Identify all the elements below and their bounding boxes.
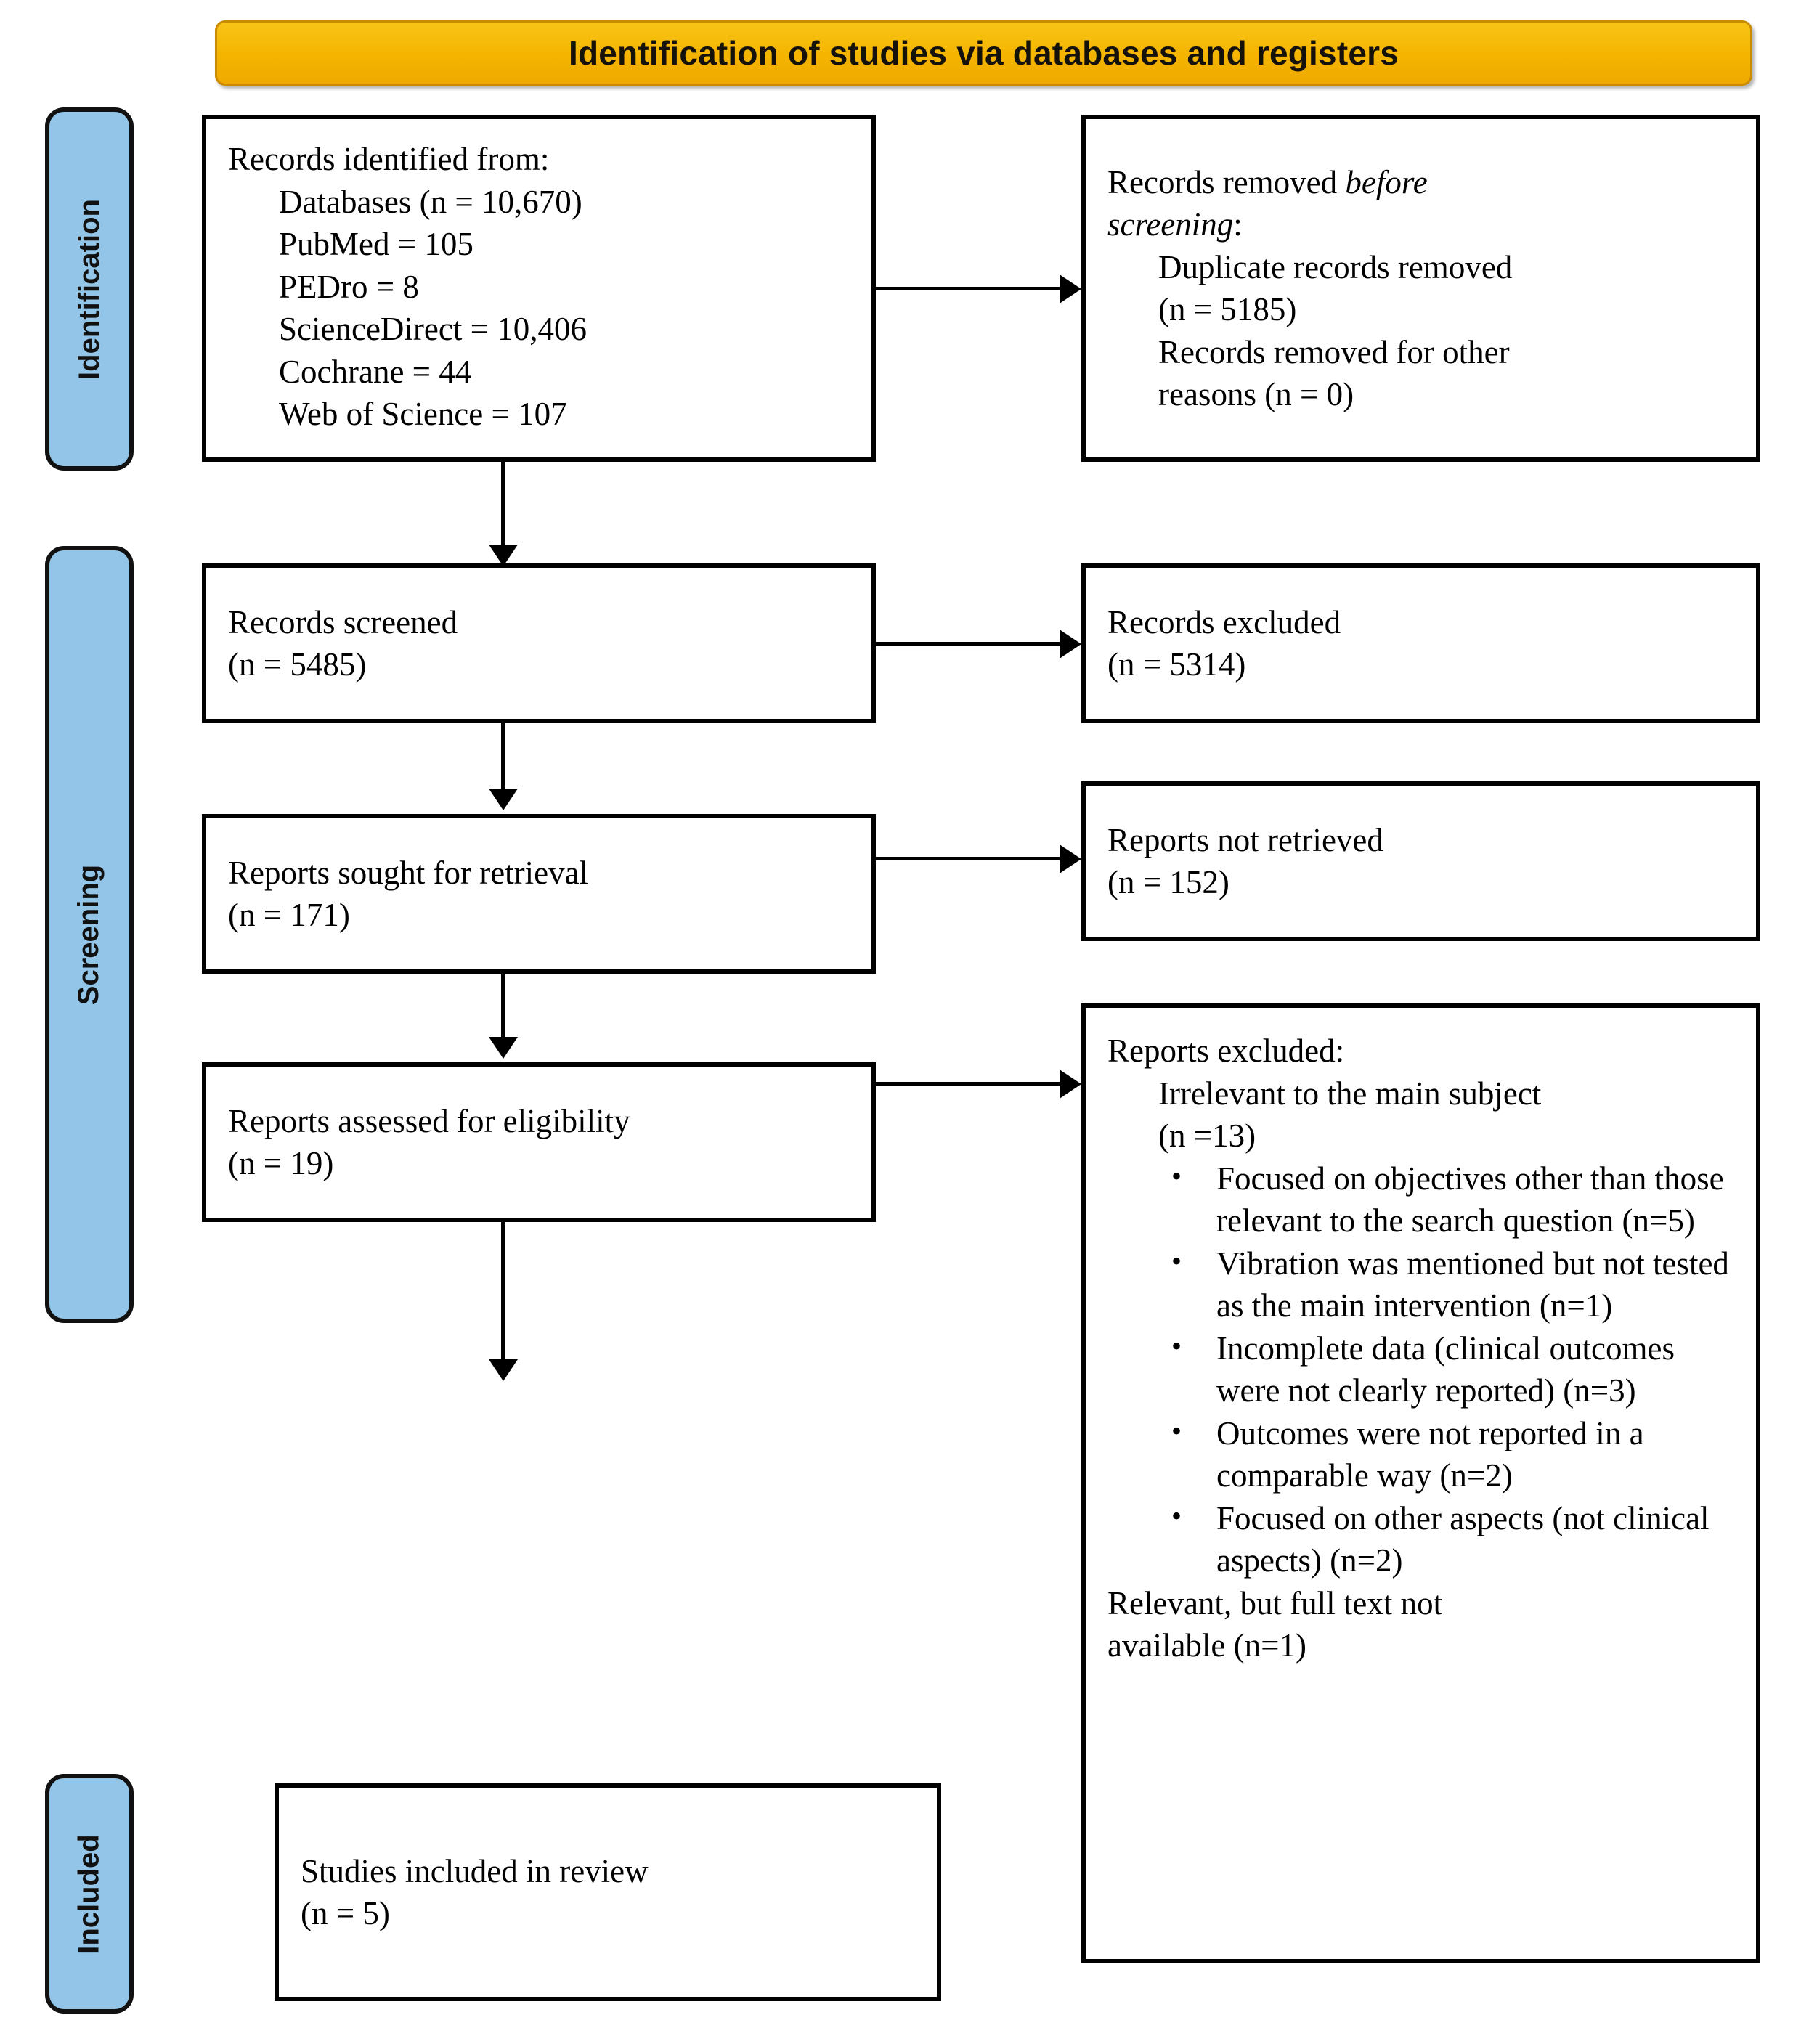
arrowhead-screened-to-excluded	[1060, 630, 1081, 659]
records-excluded-body: Records excluded (n = 5314)	[1107, 601, 1341, 686]
box-reports-not-retrieved: Reports not retrieved (n = 152)	[1081, 781, 1760, 941]
connector-assessed-to-excluded	[876, 1082, 1060, 1086]
records-removed-line-3: reasons (n = 0)	[1158, 376, 1354, 412]
box-studies-included: Studies included in review (n = 5)	[275, 1783, 941, 2001]
list-item: Focused on other aspects (not clinical a…	[1171, 1497, 1737, 1582]
records-screened-count: (n = 5485)	[228, 646, 367, 683]
arrowhead-assessed-to-included	[489, 1359, 518, 1381]
box-reports-sought: Reports sought for retrieval (n = 171)	[202, 814, 876, 974]
reports-sought-label: Reports sought for retrieval	[228, 854, 589, 891]
list-item: Outcomes were not reported in a comparab…	[1171, 1412, 1737, 1497]
box-records-screened: Records screened (n = 5485)	[202, 563, 876, 723]
arrowhead-sought-to-assessed	[489, 1037, 518, 1059]
arrowhead-identified-to-removed	[1060, 274, 1081, 304]
arrowhead-assessed-to-excluded	[1060, 1070, 1081, 1099]
records-removed-title-plain: Records removed	[1107, 163, 1346, 200]
records-removed-title-italic-1: before	[1345, 163, 1428, 200]
connector-sought-to-assessed	[501, 974, 505, 1042]
connector-screened-to-excluded	[876, 642, 1060, 646]
records-removed-title-colon: :	[1233, 206, 1243, 243]
reports-excluded-body: Reports excluded: Irrelevant to the main…	[1107, 1030, 1737, 1667]
records-identified-body: Records identified from: Databases (n = …	[228, 138, 850, 436]
phase-screening-label: Screening	[73, 864, 105, 1005]
banner-title: Identification of studies via databases …	[568, 34, 1399, 72]
arrowhead-screened-to-sought	[489, 789, 518, 810]
box-reports-assessed: Reports assessed for eligibility (n = 19…	[202, 1062, 876, 1222]
records-removed-title-italic-2: screening	[1107, 206, 1234, 243]
list-item: Incomplete data (clinical outcomes were …	[1171, 1327, 1737, 1412]
arrowhead-sought-to-not-retrieved	[1060, 844, 1081, 874]
reports-not-retrieved-label: Reports not retrieved	[1107, 821, 1383, 858]
phase-included: Included	[45, 1774, 134, 2014]
reports-sought-count: (n = 171)	[228, 897, 350, 933]
list-item: Vibration was mentioned but not tested a…	[1171, 1242, 1737, 1327]
reports-excluded-footer-1: Relevant, but full text not	[1107, 1584, 1443, 1621]
arrowhead-identified-to-screened	[489, 545, 518, 566]
records-identified-line-3: ScienceDirect = 10,406	[279, 311, 587, 347]
studies-included-count: (n = 5)	[301, 1895, 390, 1931]
reports-assessed-body: Reports assessed for eligibility (n = 19…	[228, 1100, 630, 1185]
reports-excluded-subtitle-1: Irrelevant to the main subject	[1158, 1075, 1542, 1112]
records-removed-line-2: Records removed for other	[1158, 333, 1510, 370]
connector-screened-to-sought	[501, 723, 505, 793]
records-removed-line-0: Duplicate records removed	[1158, 248, 1513, 285]
phase-identification-label: Identification	[73, 198, 105, 380]
studies-included-body: Studies included in review (n = 5)	[301, 1850, 649, 1935]
reports-sought-body: Reports sought for retrieval (n = 171)	[228, 852, 588, 937]
reports-excluded-subtitle-2: (n =13)	[1158, 1117, 1256, 1154]
records-identified-line-0: Databases (n = 10,670)	[279, 183, 582, 220]
records-identified-line-5: Web of Science = 107	[279, 396, 567, 432]
box-records-excluded: Records excluded (n = 5314)	[1081, 563, 1760, 723]
studies-included-label: Studies included in review	[301, 1852, 649, 1889]
list-item: Focused on objectives other than those r…	[1171, 1157, 1737, 1242]
records-identified-line-1: PubMed = 105	[279, 226, 473, 262]
phase-included-label: Included	[73, 1833, 105, 1954]
reports-not-retrieved-count: (n = 152)	[1107, 864, 1229, 900]
diagram-banner: Identification of studies via databases …	[215, 20, 1752, 86]
box-reports-excluded: Reports excluded: Irrelevant to the main…	[1081, 1003, 1760, 1963]
records-identified-line-4: Cochrane = 44	[279, 353, 472, 390]
phase-screening: Screening	[45, 546, 134, 1323]
records-excluded-count: (n = 5314)	[1107, 646, 1246, 683]
box-records-identified: Records identified from: Databases (n = …	[202, 115, 876, 462]
records-removed-title: Records removed before	[1107, 161, 1512, 204]
phase-identification: Identification	[45, 107, 134, 471]
reports-excluded-title: Reports excluded:	[1107, 1033, 1345, 1069]
reports-assessed-count: (n = 19)	[228, 1145, 334, 1181]
records-removed-body: Records removed before screening: Duplic…	[1107, 161, 1512, 416]
records-removed-line-1: (n = 5185)	[1158, 291, 1297, 327]
records-identified-line-2: PEDro = 8	[279, 268, 419, 305]
records-screened-label: Records screened	[228, 603, 458, 640]
reports-assessed-label: Reports assessed for eligibility	[228, 1102, 630, 1139]
records-screened-body: Records screened (n = 5485)	[228, 601, 458, 686]
records-excluded-label: Records excluded	[1107, 603, 1341, 640]
records-identified-title: Records identified from:	[228, 141, 550, 177]
connector-identified-to-removed	[876, 287, 1060, 290]
connector-sought-to-not-retrieved	[876, 857, 1060, 860]
box-records-removed: Records removed before screening: Duplic…	[1081, 115, 1760, 462]
connector-identified-to-screened	[501, 462, 505, 549]
reports-not-retrieved-body: Reports not retrieved (n = 152)	[1107, 819, 1383, 904]
reports-excluded-footer-2: available (n=1)	[1107, 1627, 1306, 1664]
records-removed-title-2: screening:	[1107, 203, 1512, 246]
reports-excluded-bullet-list: Focused on objectives other than those r…	[1107, 1157, 1737, 1582]
connector-assessed-to-included	[501, 1222, 505, 1364]
